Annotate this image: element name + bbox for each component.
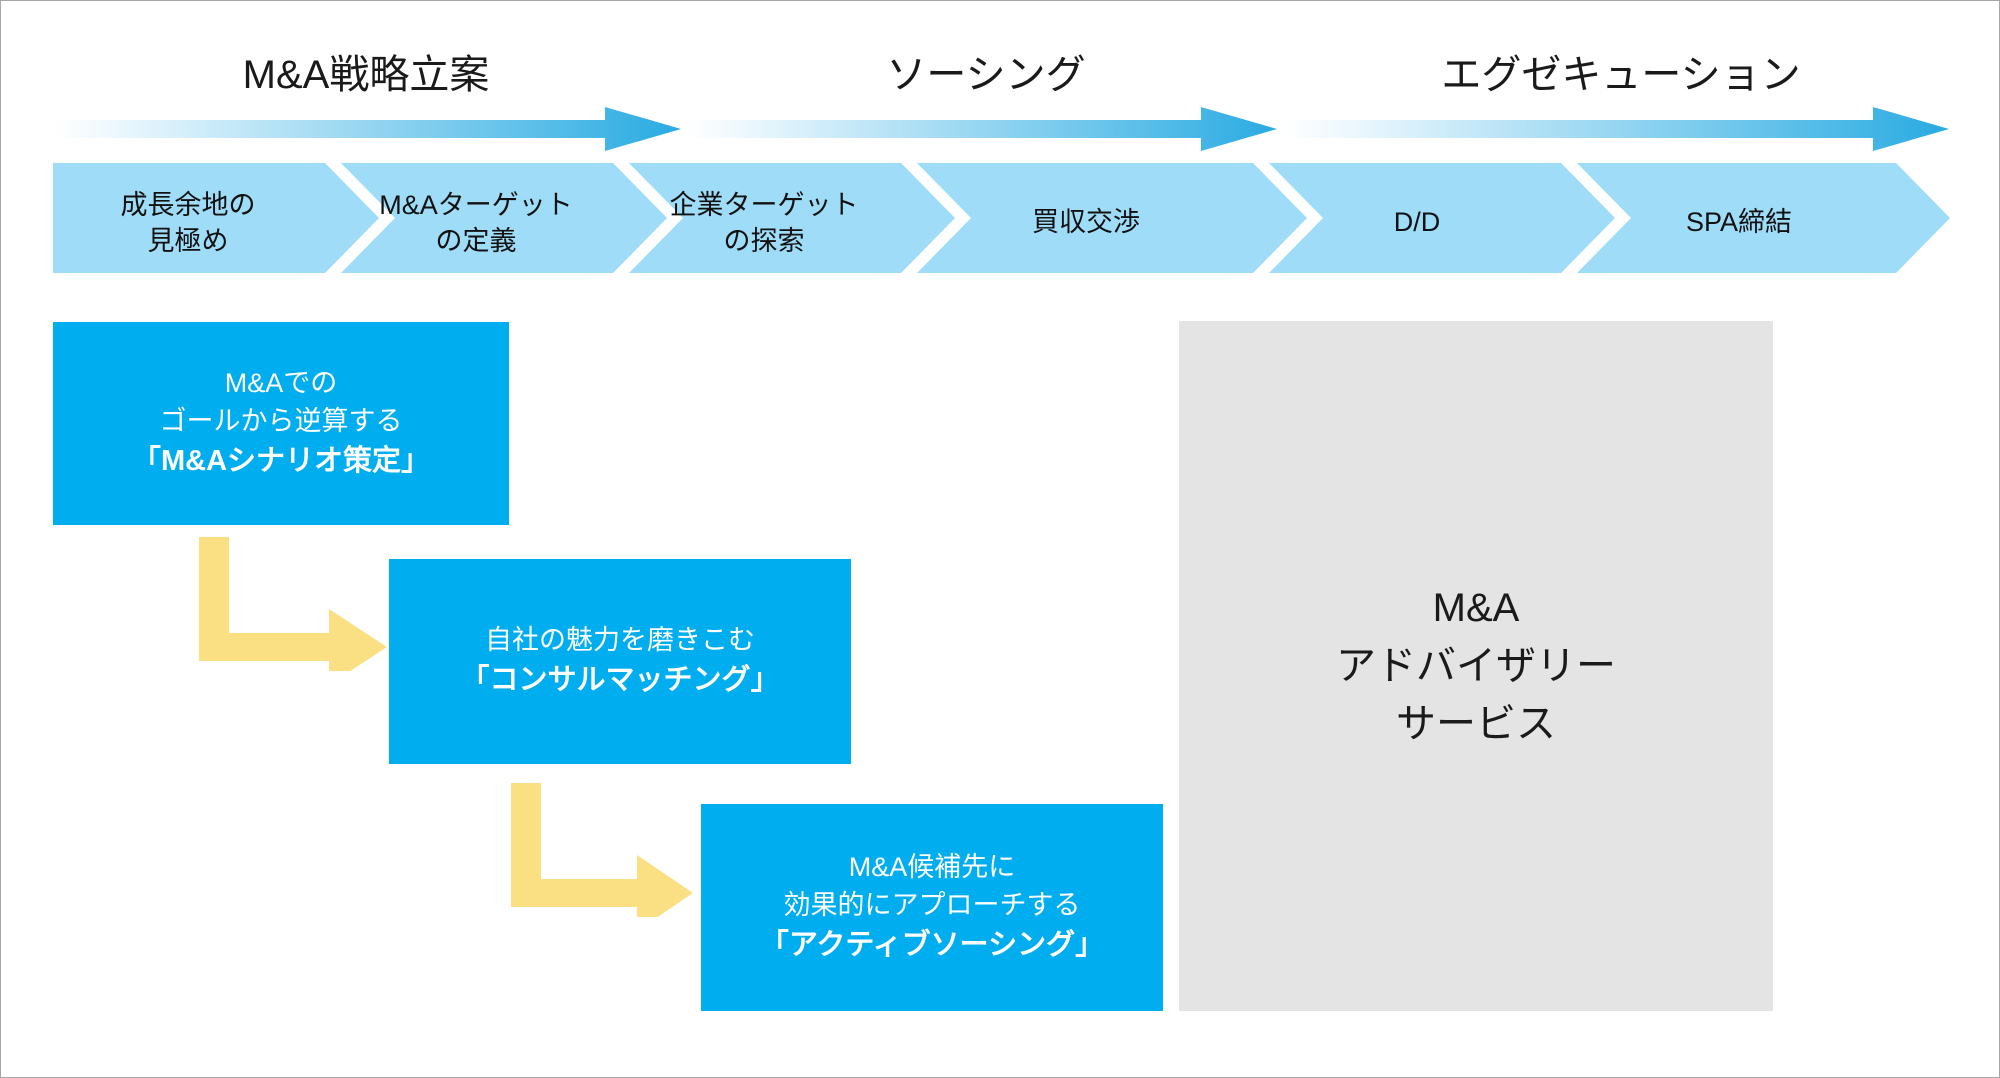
elbow-arrow-2 (511, 783, 693, 917)
process-step-label-1: 成長余地の 見極め (120, 190, 256, 256)
phase-gradient-arrow-1 (53, 107, 681, 151)
service-box-3: M&A候補先に 効果的にアプローチする 「アクティブソーシング」 (701, 804, 1163, 1011)
chevron-shape-4 (917, 163, 1307, 273)
process-step-label-4: 買収交渉 (1032, 207, 1140, 237)
chevron-shape-3 (629, 163, 955, 273)
advisory-service-panel: M&A アドバイザリー サービス (1179, 321, 1773, 1011)
service-box-1-line-3: 「M&Aシナリオ策定」 (131, 445, 431, 477)
process-step-label-5: D/D (1393, 207, 1441, 237)
phase-header-3: エグゼキューション (1441, 53, 1801, 97)
chevron-shape-6 (1577, 163, 1950, 273)
service-box-1: M&Aでの ゴールから逆算する 「M&Aシナリオ策定」 (53, 322, 509, 525)
service-box-3-line-2: 効果的にアプローチする (783, 890, 1081, 921)
service-box-2-line-1: 自社の魅力を磨きこむ (485, 625, 755, 656)
service-box-3-line-1: M&A候補先に (848, 852, 1016, 883)
phase-header-2: ソーシング (886, 53, 1086, 97)
service-box-2: 自社の魅力を磨きこむ 「コンサルマッチング」 (389, 559, 851, 764)
service-box-2-line-2: 「コンサルマッチング」 (460, 664, 780, 697)
chevron-shape-5 (1269, 163, 1615, 273)
phase-gradient-arrow-2 (687, 107, 1277, 151)
service-box-1-line-2: ゴールから逆算する (159, 406, 403, 437)
phase-header-1: M&A戦略立案 (242, 53, 490, 97)
process-step-label-2: M&Aターゲット の定義 (379, 190, 573, 256)
process-step-label-6: SPA締結 (1685, 207, 1793, 237)
process-step-label-3: 企業ターゲット の探索 (669, 190, 859, 256)
chevron-shape-1 (53, 163, 379, 273)
chevron-shape-2 (341, 163, 667, 273)
advisory-line-1: M&A (1432, 586, 1520, 630)
service-box-1-line-1: M&Aでの (224, 368, 338, 399)
service-box-3-line-3: 「アクティブソーシング」 (759, 929, 1105, 961)
phase-gradient-arrow-3 (1283, 107, 1949, 151)
advisory-line-2: アドバイザリー (1336, 644, 1616, 688)
advisory-line-3: サービス (1396, 702, 1556, 746)
elbow-arrow-1 (199, 537, 387, 671)
process-chevron-bar (53, 163, 1950, 273)
